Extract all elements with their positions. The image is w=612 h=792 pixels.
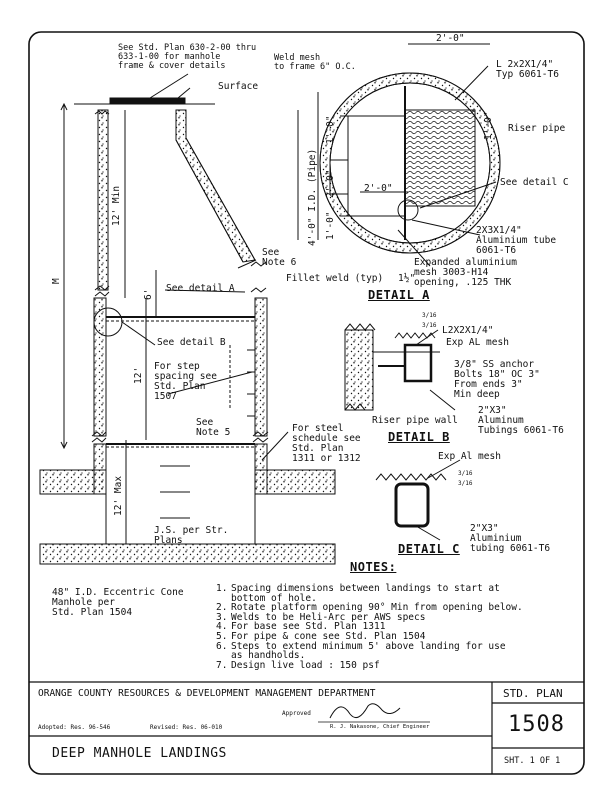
surface-label: Surface [218, 81, 259, 92]
detail-a-expanded-mesh: Expanded aluminium mesh 3003-H14 opening… [414, 257, 517, 288]
drawing-title: DEEP MANHOLE LANDINGS [52, 746, 227, 761]
detail-a-title: DETAIL A [368, 288, 430, 302]
engineer-name: R. J. Nakasone, Chief Engineer [330, 724, 430, 730]
detail-a-fillet: Fillet weld (typ) [286, 273, 384, 284]
detail-c-drawing [375, 459, 461, 541]
steel-schedule-callout: For steel schedule see Std. Plan 1311 or… [292, 423, 361, 464]
detail-a-dim-4ft: 4'-0" I.D. (Pipe) [307, 148, 318, 246]
note-item: 5.For pipe & cone see Std. Plan 1504 [216, 630, 426, 642]
detail-a-dim-2ft: 2'-0" [325, 169, 336, 198]
detail-a-angle: L 2x2X1/4" Typ 6061-T6 [496, 59, 559, 80]
detail-a-tube: 2X3X1/4" Aluminium tube 6061-T6 [476, 225, 557, 256]
detail-c-weld-symbol: 3/16 [458, 470, 473, 477]
section-view [39, 73, 336, 565]
dim-12-max: 12' Max [113, 475, 124, 516]
detail-c-weld-symbol-2: 3/16 [458, 480, 473, 487]
note-item: 2.Rotate platform opening 90° Min from o… [216, 602, 523, 614]
see-detail-b: See detail B [157, 337, 226, 348]
detail-b-weld-symbol: 3/16 [422, 312, 437, 319]
detail-a-dim-mid: 2'-0" [364, 183, 393, 194]
note-item: 6.Steps to extend minimum 5' above landi… [216, 640, 506, 662]
detail-a-dim-1ft-right: 1'-0" [483, 111, 494, 140]
eccentric-cone-callout: 48" I.D. Eccentric Cone Manhole per Std.… [52, 587, 184, 618]
detail-a-riser-pipe: Riser pipe [508, 123, 566, 134]
detail-b-mesh: Exp AL mesh [446, 337, 509, 348]
detail-b-anchor: 3/8" SS anchor Bolts 18" OC 3" From ends… [454, 359, 540, 400]
dim-6ft: 6' [143, 288, 154, 300]
std-plan-label: STD. PLAN [503, 687, 563, 700]
detail-a-dim-top: 2'-0" [436, 33, 465, 44]
note-item: 4.For base see Std. Plan 1311 [216, 621, 386, 633]
approved-label: Approved [282, 710, 311, 717]
detail-b-title: DETAIL B [388, 430, 450, 444]
weld-mesh-callout: Weld mesh to frame 6" O.C. [274, 53, 356, 72]
js-plans-label: J.S. per Str. Plans [154, 525, 229, 546]
see-note-6: See Note 6 [262, 247, 297, 268]
sheet-border [28, 31, 585, 775]
detail-c-mesh: Exp Al mesh [438, 451, 501, 462]
detail-a-opening: 1½" [398, 273, 416, 284]
detail-c-title: DETAIL C [398, 542, 460, 556]
dim-12-min: 12' Min [111, 185, 122, 226]
adopted-resolution: Adopted: Res. 96-546 [38, 724, 111, 731]
note-item: 3.Welds to be Heli-Arc per AWS specs [216, 611, 426, 623]
revised-resolution: Revised: Res. 06-010 [150, 724, 223, 731]
see-detail-a: See detail A [166, 283, 235, 294]
dim-m: M [51, 278, 62, 284]
see-note-5: See Note 5 [196, 417, 231, 438]
detail-b-riser-wall: Riser pipe wall [372, 415, 458, 426]
note-item: 1.Spacing dimensions between landings to… [216, 583, 500, 604]
detail-a-plan [297, 43, 501, 267]
detail-b-drawing [344, 323, 456, 411]
frame-cover-callout: See Std. Plan 630-2-00 thru 633-1-00 for… [118, 43, 257, 71]
dim-12ft: 12' [133, 366, 144, 384]
title-block-frame [29, 681, 584, 774]
agency-name: ORANGE COUNTY RESOURCES & DEVELOPMENT MA… [38, 688, 376, 699]
detail-a-dim-1ft-a: 1'-0" [325, 115, 336, 144]
plan-number: 1508 [508, 712, 565, 737]
step-spacing-callout: For step spacing see Std. Plan 1507 [154, 361, 217, 402]
note-item: 7.Design live load : 150 psf [216, 659, 380, 671]
detail-a-dim-1ft-b: 1'-0" [325, 211, 336, 240]
detail-b-tubing: 2"X3" Aluminum Tubings 6061-T6 [478, 405, 564, 436]
notes-heading: NOTES: [350, 560, 397, 574]
detail-b-angle: L2X2X1/4" [442, 325, 494, 336]
sheet-number: SHT. 1 OF 1 [504, 756, 561, 766]
detail-c-tubing: 2"X3" Aluminium tubing 6061-T6 [470, 523, 551, 554]
notes-list: 1.Spacing dimensions between landings to… [216, 583, 523, 671]
detail-b-weld-symbol-2: 3/16 [422, 322, 437, 329]
detail-a-see-detail-c: See detail C [500, 177, 569, 188]
